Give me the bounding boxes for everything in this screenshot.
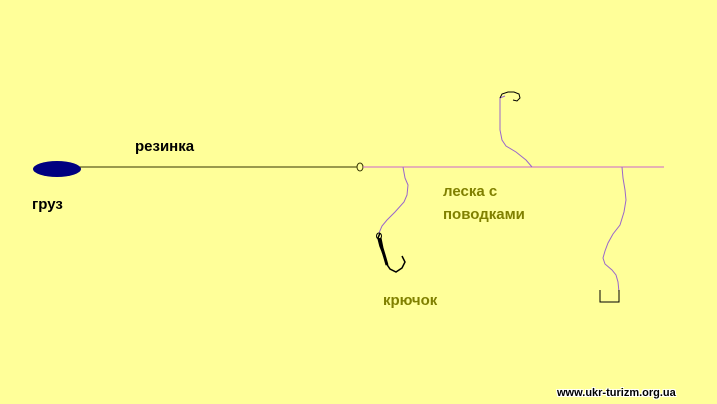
line-with-leaders-label-line1: леска с	[443, 183, 498, 200]
hook-1-shank	[378, 237, 389, 266]
leader-line-3	[602, 166, 627, 302]
hook-1-eye	[376, 232, 382, 240]
watermark-url: www.ukr-turizm.org.ua	[557, 387, 676, 399]
leader-line-2	[499, 95, 533, 168]
weight-label: груз	[32, 196, 63, 213]
hook-label: крючок	[383, 292, 438, 309]
hook-3	[599, 290, 620, 303]
connector-ring	[356, 162, 364, 172]
hook-2	[499, 91, 521, 102]
leader-line-1	[378, 166, 409, 234]
weight-sinker	[33, 161, 81, 177]
rubber-label: резинка	[135, 138, 195, 155]
hook-1	[377, 232, 406, 273]
line-with-leaders-label-line2: поводками	[443, 206, 525, 223]
